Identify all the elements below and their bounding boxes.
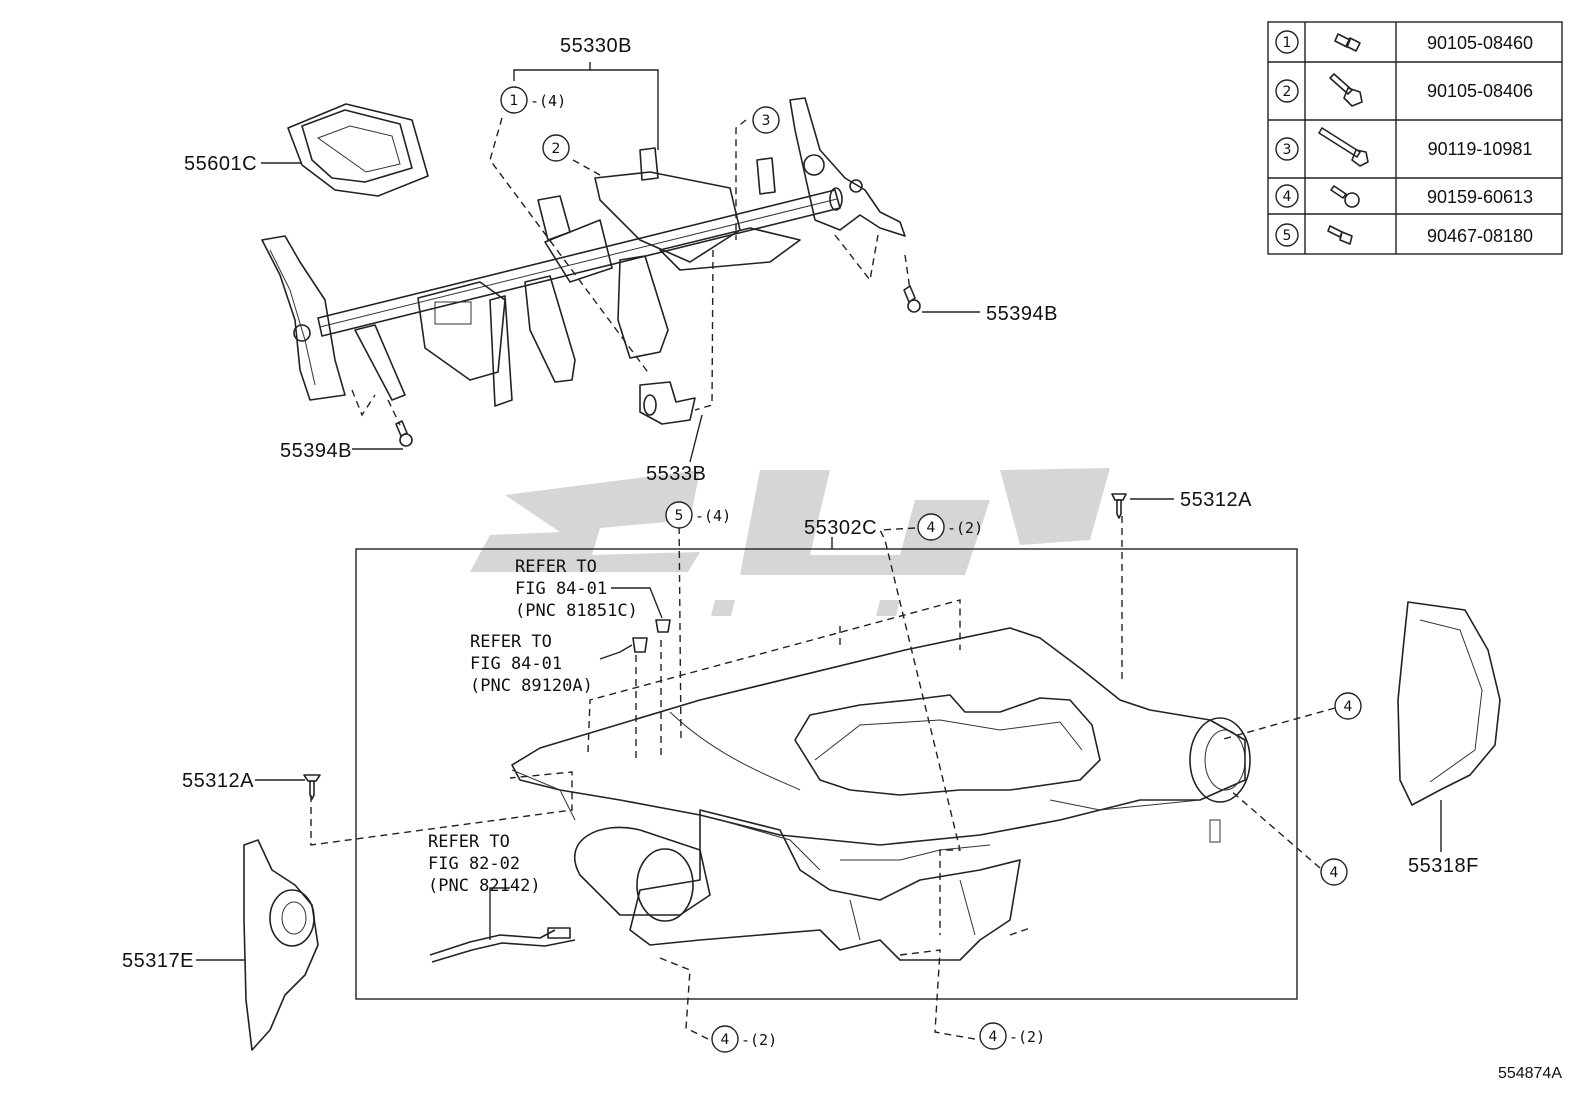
label-55302c: 55302C [804, 517, 877, 539]
label-55394b-right: 55394B [986, 303, 1058, 325]
dashed-leader-lines [196, 62, 1442, 1041]
svg-text:-(2): -(2) [1009, 1028, 1045, 1046]
note-refer-89120a: REFER TO FIG 84-01 (PNC 89120A) [470, 632, 593, 696]
table-row-3-number-text: 3 [1283, 142, 1292, 158]
svg-text:(PNC 82142): (PNC 82142) [428, 876, 541, 896]
svg-text:FIG 82-02: FIG 82-02 [428, 854, 520, 874]
fastener-table: 1 90105-08460 2 90105-08406 3 90119-1098… [1267, 21, 1563, 255]
svg-text:-(2): -(2) [741, 1031, 777, 1049]
svg-text:FIG 84-01: FIG 84-01 [470, 654, 562, 674]
label-55312a-top: 55312A [1180, 489, 1252, 511]
figure-id: 554874A [1498, 1065, 1562, 1082]
table-row-2-part-number: 90105-08406 [1427, 81, 1533, 101]
note-refer-81851c: REFER TO FIG 84-01 (PNC 81851C) [515, 557, 638, 621]
svg-text:-(4): -(4) [695, 507, 731, 525]
table-row-2-number [1275, 79, 1299, 103]
svg-text:-(2): -(2) [947, 519, 983, 537]
svg-text:2: 2 [552, 141, 561, 157]
table-row-1-part-number: 90105-08460 [1427, 33, 1533, 53]
label-55330b: 55330B [560, 35, 632, 57]
panel-frame [355, 548, 1298, 1000]
svg-text:5: 5 [675, 508, 684, 524]
table-row-3-number [1275, 137, 1299, 161]
tray-55601c [287, 103, 429, 197]
bracket-5533b [639, 381, 696, 425]
callout-1: 1 -(4) [500, 86, 566, 114]
svg-text:4: 4 [927, 520, 936, 536]
label-55317e: 55317E [122, 950, 194, 972]
callout-3: 3 [752, 106, 780, 134]
callout-4-right-a: 4 [1334, 692, 1362, 720]
table-row-5-number-text: 5 [1283, 228, 1292, 244]
callout-4-right-b: 4 [1320, 858, 1348, 886]
svg-text:(PNC 81851C): (PNC 81851C) [515, 601, 638, 621]
callout-4-bottom-a: 4 -(2) [711, 1025, 777, 1053]
side-cover-55318f [1397, 601, 1501, 806]
wire-harness-82142 [429, 927, 576, 963]
callout-4-top: 4 -(2) [917, 513, 983, 541]
svg-text:FIG 84-01: FIG 84-01 [515, 579, 607, 599]
washer-bolt-icon [1330, 185, 1360, 208]
bolt-55394b-left-icon [395, 420, 413, 447]
svg-text:REFER TO: REFER TO [515, 557, 597, 577]
callout-5: 5 -(4) [665, 501, 731, 529]
svg-text:REFER TO: REFER TO [428, 832, 510, 852]
svg-text:3: 3 [762, 113, 771, 129]
table-row-5-number [1275, 223, 1299, 247]
connector-89120a-icon [632, 637, 648, 653]
table-row-4-part-number: 90159-60613 [1427, 187, 1533, 207]
instrument-panel-55302c [511, 627, 1251, 961]
svg-text:-(4): -(4) [530, 92, 566, 110]
clip-55312a-left-icon [303, 774, 321, 800]
label-55601c: 55601C [184, 153, 257, 175]
callout-4-bottom-b: 4 -(2) [979, 1022, 1045, 1050]
flange-bolt-icon [1334, 33, 1361, 52]
table-row-4-number-text: 4 [1283, 189, 1292, 205]
dash-reinforcement-assembly [261, 97, 906, 407]
svg-text:REFER TO: REFER TO [470, 632, 552, 652]
svg-text:(PNC 89120A): (PNC 89120A) [470, 676, 593, 696]
label-5533b: 5533B [646, 463, 706, 485]
callout-2: 2 [542, 134, 570, 162]
label-55318f: 55318F [1408, 855, 1479, 877]
note-refer-82142: REFER TO FIG 82-02 (PNC 82142) [428, 832, 541, 896]
table-row-4-number [1275, 184, 1299, 208]
table-row-1-number [1275, 30, 1299, 54]
connector-81851c-icon [655, 619, 671, 633]
svg-text:1: 1 [510, 93, 519, 109]
label-55312a-left: 55312A [182, 770, 254, 792]
table-row-2-number-text: 2 [1283, 84, 1292, 100]
clip-screw-icon [1327, 225, 1353, 245]
svg-text:4: 4 [989, 1029, 998, 1045]
clip-55312a-top-icon [1111, 493, 1127, 519]
svg-text:4: 4 [1344, 699, 1353, 715]
table-row-3-part-number: 90119-10981 [1428, 139, 1533, 159]
label-55394b-left: 55394B [280, 440, 352, 462]
hex-bolt-icon [1329, 73, 1363, 107]
table-row-5-part-number: 90467-08180 [1427, 226, 1533, 246]
svg-text:4: 4 [721, 1032, 730, 1048]
svg-text:4: 4 [1330, 865, 1339, 881]
long-bolt-icon [1318, 127, 1369, 167]
table-row-1-number-text: 1 [1283, 35, 1292, 51]
bolt-55394b-right-icon [903, 285, 921, 313]
side-cover-55317e [243, 839, 319, 1051]
